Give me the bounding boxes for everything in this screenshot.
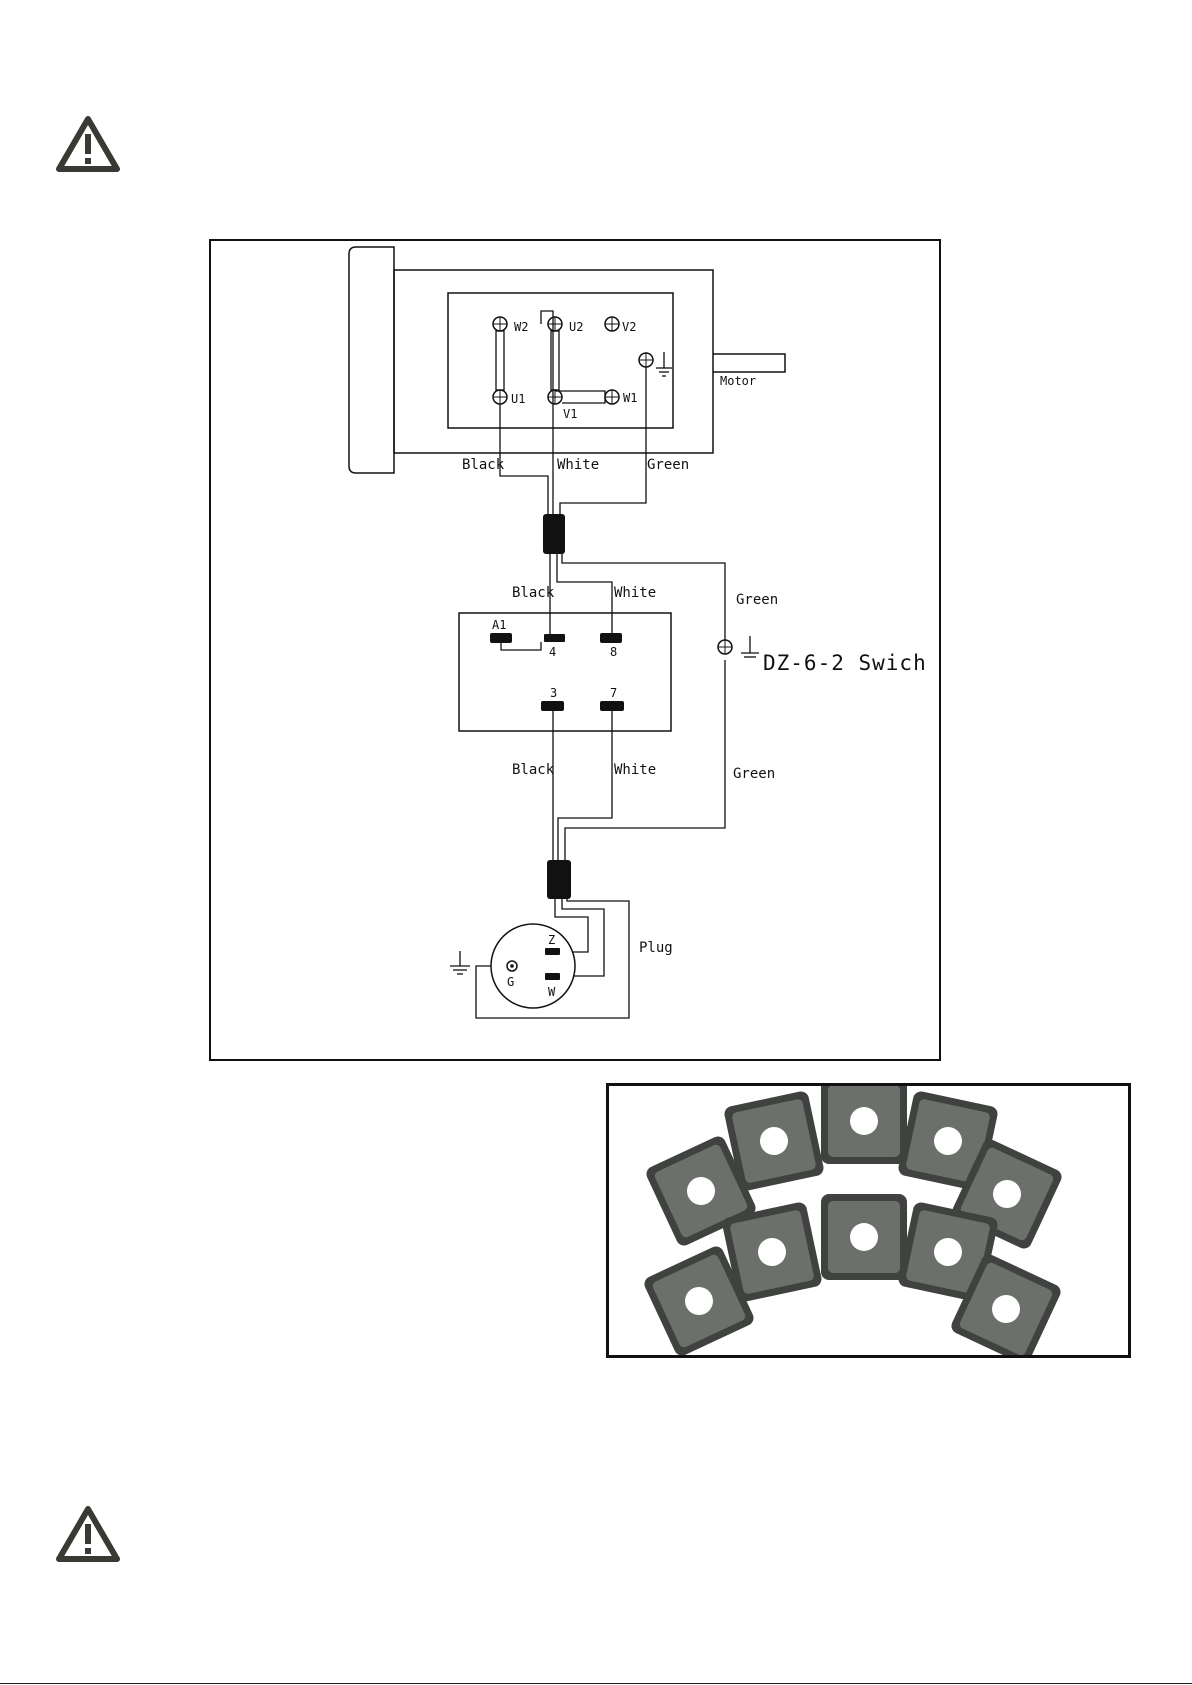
- switch-label-7: 7: [610, 686, 617, 700]
- switch-out-wire-black: Black: [512, 762, 555, 778]
- ground-symbol-icon: [741, 636, 759, 657]
- plug-pin-w: [545, 973, 560, 980]
- switch-in-wire-white: White: [614, 585, 656, 601]
- switch-out-wire-white: White: [614, 762, 656, 778]
- plug-label: Plug: [639, 940, 673, 956]
- insert-cutter: [821, 1086, 907, 1164]
- switch-terminal-4: [544, 634, 565, 642]
- switch-label-3: 3: [550, 686, 557, 700]
- switch-terminal-3: [541, 701, 564, 711]
- terminal-label-v2: V2: [622, 320, 636, 334]
- switch-in-wire-black: Black: [512, 585, 555, 601]
- terminal-label-u2: U2: [569, 320, 583, 334]
- insert-cutter: [723, 1090, 825, 1192]
- terminal-label-w1: W1: [623, 391, 637, 405]
- plug: [491, 924, 575, 1008]
- switch-terminal-a1: [490, 633, 512, 643]
- plug-label-z: Z: [548, 933, 555, 947]
- insert-cutter: [821, 1194, 907, 1280]
- switch-out-wire-green: Green: [733, 766, 775, 782]
- ground-symbol-icon: [450, 951, 470, 974]
- switch-terminal-8: [600, 633, 622, 643]
- plug-label-g: G: [507, 975, 514, 989]
- diagram-frame: [210, 240, 940, 1060]
- switch-label-a1: A1: [492, 618, 506, 632]
- ground-symbol-icon: [656, 352, 672, 376]
- terminal-label-w2: W2: [514, 320, 528, 334]
- switch-label-8: 8: [610, 645, 617, 659]
- switch-output-wires: [553, 711, 612, 863]
- motor-wire-green: Green: [647, 457, 689, 473]
- switch-terminal-7: [600, 701, 624, 711]
- wiring-diagram: Motor W2 U2 V2 U1 V1 W1: [0, 0, 1192, 1075]
- page-bottom-rule: [0, 1683, 1192, 1684]
- switch-name: DZ-6-2 Swich: [763, 651, 927, 675]
- terminal-label-v1: V1: [563, 407, 577, 421]
- plug-pin-z: [545, 948, 560, 955]
- insert-cutters-image: [609, 1086, 1128, 1355]
- cable-connector-lower: [547, 860, 571, 899]
- motor-wire-black: Black: [462, 457, 505, 473]
- motor: [349, 247, 785, 473]
- plug-label-w: W: [548, 985, 556, 999]
- motor-wire-white: White: [557, 457, 599, 473]
- switch-box: [459, 613, 671, 731]
- insert-cutters-photo: [606, 1083, 1131, 1358]
- motor-label: Motor: [720, 374, 756, 388]
- insert-cutter: [721, 1201, 823, 1303]
- switch-label-4: 4: [549, 645, 556, 659]
- cable-connector-upper: [543, 514, 565, 554]
- terminal-label-u1: U1: [511, 392, 525, 406]
- switch-in-wire-green: Green: [736, 592, 778, 608]
- warning-triangle-icon: [56, 1505, 120, 1563]
